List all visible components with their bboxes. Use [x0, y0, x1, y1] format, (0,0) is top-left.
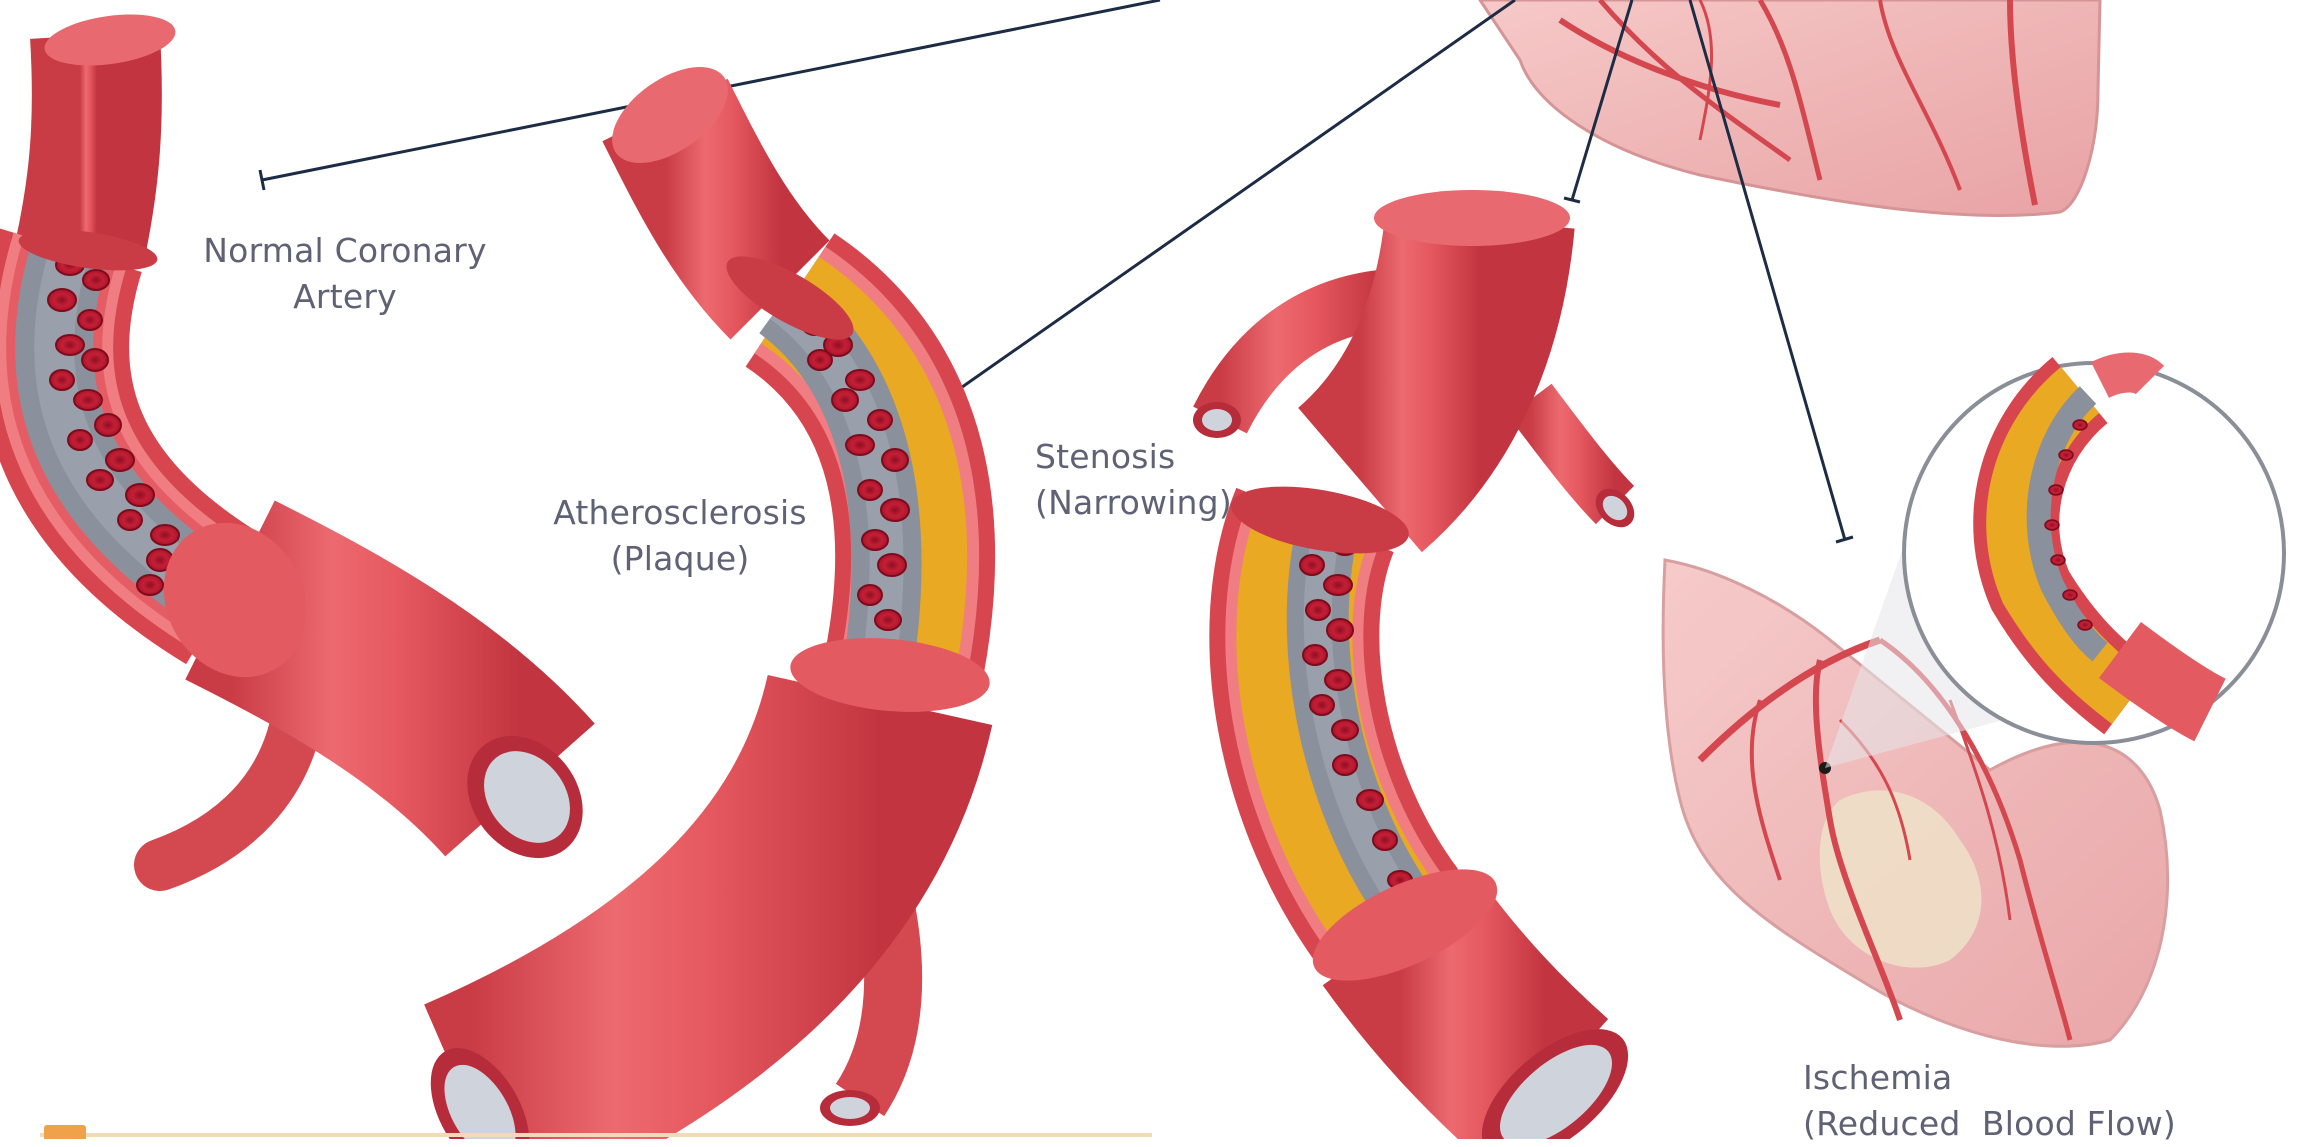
- bottom-divider-bar: [40, 1133, 1152, 1137]
- normal-label-line1: Normal Coronary: [190, 228, 500, 274]
- athero-label-line2: (Plaque): [540, 536, 820, 582]
- stenosis-label-line2: (Narrowing): [1035, 480, 1255, 526]
- zoom-callout: [1825, 363, 2284, 768]
- stenosis-artery: [1193, 190, 1651, 1139]
- atherosclerosis-artery: [410, 48, 992, 1139]
- ischemia-label-line2: (Reduced Blood Flow): [1803, 1101, 2243, 1147]
- normal-label-line2: Artery: [190, 274, 500, 320]
- normal-artery: [16, 7, 606, 881]
- ischemia-label-line1: Ischemia: [1803, 1055, 2243, 1101]
- stenosis-label-line1: Stenosis: [1035, 434, 1255, 480]
- bottom-tab-marker: [44, 1125, 86, 1139]
- normal-coronary-artery-label: Normal Coronary Artery: [190, 228, 500, 320]
- atherosclerosis-label: Atherosclerosis (Plaque): [540, 490, 820, 582]
- leader-tick-normal: [260, 170, 264, 190]
- heart-top-illustration: [1480, 0, 2100, 216]
- athero-label-line1: Atherosclerosis: [540, 490, 820, 536]
- leader-tick-stenosis: [1564, 198, 1580, 202]
- stenosis-label: Stenosis (Narrowing): [1035, 434, 1255, 526]
- ischemia-label: Ischemia (Reduced Blood Flow): [1803, 1055, 2243, 1147]
